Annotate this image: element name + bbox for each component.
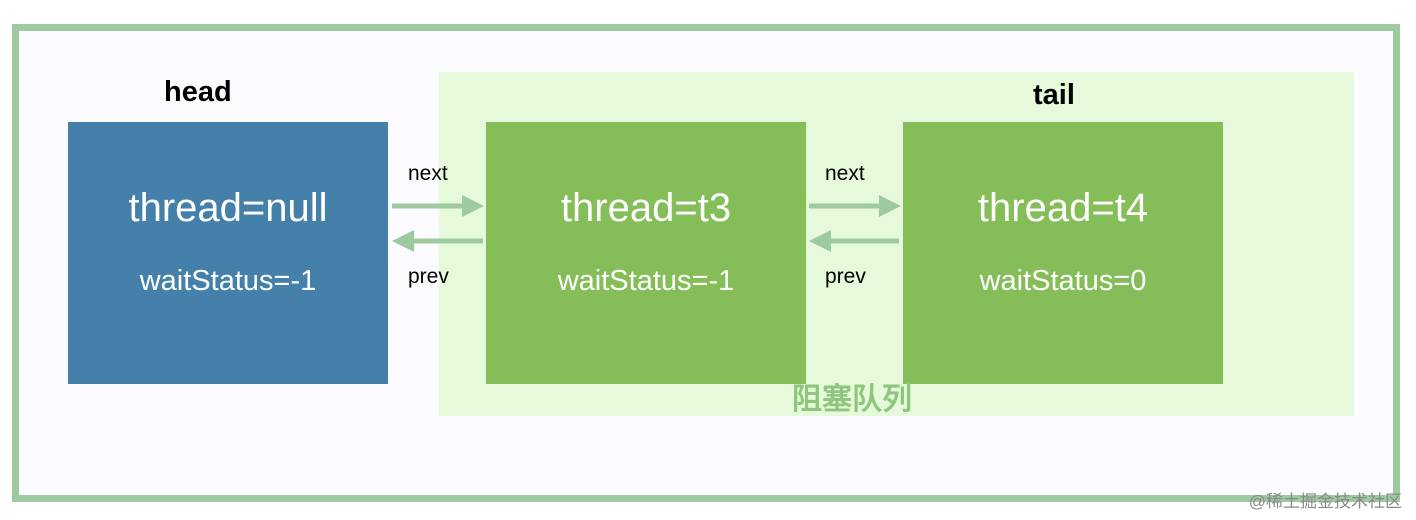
node-t3-thread: thread=t3 <box>560 186 732 230</box>
head-label: head <box>164 76 232 108</box>
blocking-queue-label: 阻塞队列 <box>792 383 912 416</box>
next-arrowhead-2 <box>879 195 901 217</box>
next-label-2: next <box>825 162 865 185</box>
tail-label: tail <box>1033 79 1075 111</box>
node-t4-thread: thread=t4 <box>977 186 1149 230</box>
node-t3: thread=t3 waitStatus=-1 <box>486 122 806 384</box>
node-head-thread: thread=null <box>128 186 328 230</box>
watermark: @稀土掘金技术社区 <box>1248 492 1402 511</box>
node-t3-wait-status: waitStatus=-1 <box>557 265 735 297</box>
node-t4: thread=t4 waitStatus=0 <box>903 122 1223 384</box>
prev-label-1: prev <box>408 265 449 288</box>
prev-arrowhead-2 <box>809 230 831 252</box>
next-label-1: next <box>408 162 448 185</box>
node-head: thread=null waitStatus=-1 <box>68 122 388 384</box>
prev-label-2: prev <box>825 265 866 288</box>
prev-arrowhead-1 <box>392 230 414 252</box>
node-t4-wait-status: waitStatus=0 <box>979 265 1147 297</box>
node-head-wait-status: waitStatus=-1 <box>139 265 317 297</box>
next-arrowhead-1 <box>462 195 484 217</box>
